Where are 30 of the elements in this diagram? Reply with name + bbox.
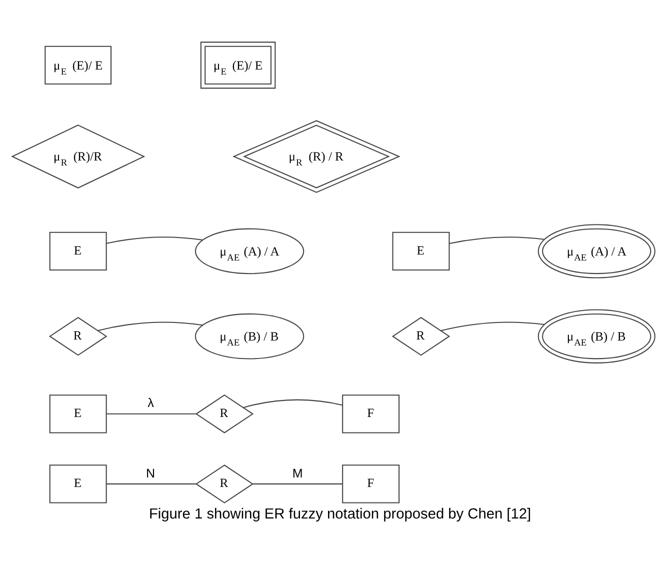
edge-label: λ [148, 396, 154, 410]
connector [98, 322, 203, 332]
node-diamond: μ$_{R}$ (R) / R [232, 120, 400, 193]
connector [449, 236, 544, 244]
connector [243, 399, 343, 408]
node-ellipse: μ$_{AE}$ (A) / A [194, 228, 304, 274]
node-diamond: R [392, 316, 450, 356]
connector [106, 236, 203, 244]
connector [440, 322, 544, 332]
edge-label: N [146, 466, 156, 480]
connector [253, 483, 342, 484]
node-box: E [392, 232, 450, 271]
node-box: μ$_{E}$ (E)/ E [44, 46, 112, 85]
node-box: E [49, 464, 107, 504]
node-box: μ$_{E}$ (E)/ E [200, 42, 276, 89]
caption: Figure 1 showing ER fuzzy notation proposed by Chen [12] [148, 506, 532, 523]
connector [106, 413, 196, 414]
node-box: F [342, 394, 400, 434]
node-diamond: R [48, 316, 108, 356]
edge-label: M [292, 466, 303, 480]
node-ellipse: μ$_{AE}$ (B) / B [538, 309, 656, 364]
node-ellipse: μ$_{AE}$ (A) / A [538, 224, 656, 278]
node-diamond: μ$_{R}$ (R)/R [11, 124, 146, 188]
node-box: E [49, 232, 107, 271]
node-box: F [342, 464, 400, 504]
node-box: E [49, 394, 107, 434]
node-diamond: R [195, 464, 254, 504]
node-ellipse: μ$_{AE}$ (B) / B [194, 313, 304, 360]
node-diamond: R [195, 394, 254, 434]
connector [106, 483, 196, 484]
